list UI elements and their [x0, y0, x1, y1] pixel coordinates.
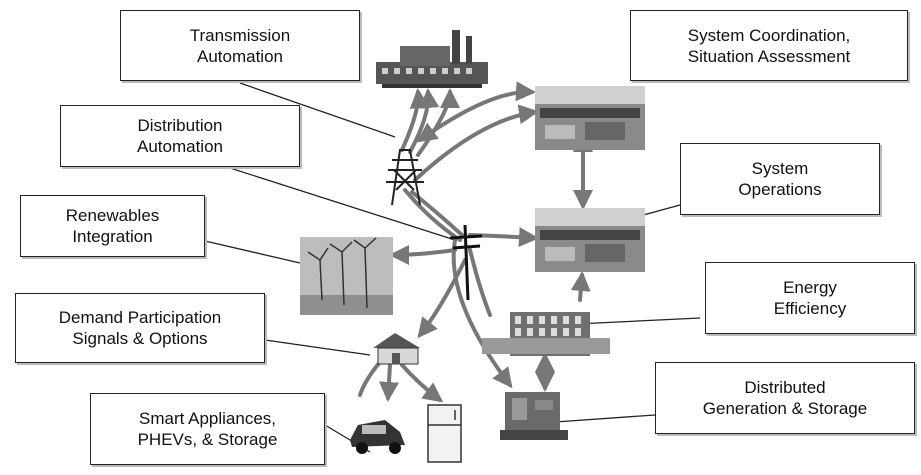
- car-icon: [350, 420, 405, 454]
- callout-line: Renewables: [65, 206, 160, 225]
- distribution-automation-callout: Distribution Automation: [60, 105, 300, 167]
- callout-line: Generation & Storage: [702, 399, 868, 418]
- system-coordination-callout: System Coordination, Situation Assessmen…: [630, 10, 908, 81]
- refrigerator-icon: [427, 404, 462, 463]
- renewables-integration-callout: Renewables Integration: [20, 195, 205, 257]
- callout-line: Distributed: [744, 378, 826, 397]
- distributed-generation-callout: Distributed Generation & Storage: [655, 362, 915, 434]
- control-room-icon: [535, 86, 645, 150]
- callout-line: Demand Participation: [58, 308, 222, 327]
- callout-line: Efficiency: [773, 299, 847, 318]
- transmission-automation-callout: Transmission Automation: [120, 10, 360, 81]
- callout-line: Energy: [783, 278, 837, 297]
- smart-appliances-callout: Smart Appliances, PHEVs, & Storage: [90, 393, 325, 465]
- callout-line: System Coordination,: [687, 25, 851, 45]
- generator-icon: [500, 392, 568, 440]
- power-flow-arrows: [358, 81, 593, 403]
- control-room-icon: [535, 208, 645, 272]
- callout-line: Situation Assessment: [687, 46, 851, 66]
- utility-pole-icon: [449, 224, 483, 301]
- callout-line: Automation: [197, 46, 283, 66]
- callout-line: System: [751, 159, 809, 178]
- office-building-icon: [482, 312, 610, 356]
- power-plant-icon: [376, 30, 488, 88]
- system-operations-callout: System Operations: [680, 143, 880, 215]
- callout-line: Smart Appliances,: [138, 409, 276, 428]
- callout-line: Integration: [72, 227, 153, 246]
- callout-line: Distribution: [137, 116, 223, 135]
- transmission-tower-icon: [386, 149, 424, 206]
- callout-line: Automation: [137, 137, 223, 156]
- energy-efficiency-callout: Energy Efficiency: [705, 262, 915, 334]
- wind-turbines-icon: [300, 237, 393, 315]
- callout-line: Operations: [738, 180, 822, 199]
- demand-participation-callout: Demand Participation Signals & Options: [15, 293, 265, 363]
- house-icon: [373, 333, 420, 365]
- callout-line: Transmission: [189, 25, 291, 45]
- callout-line: Signals & Options: [72, 329, 208, 348]
- callout-line: PHEVs, & Storage: [137, 430, 278, 449]
